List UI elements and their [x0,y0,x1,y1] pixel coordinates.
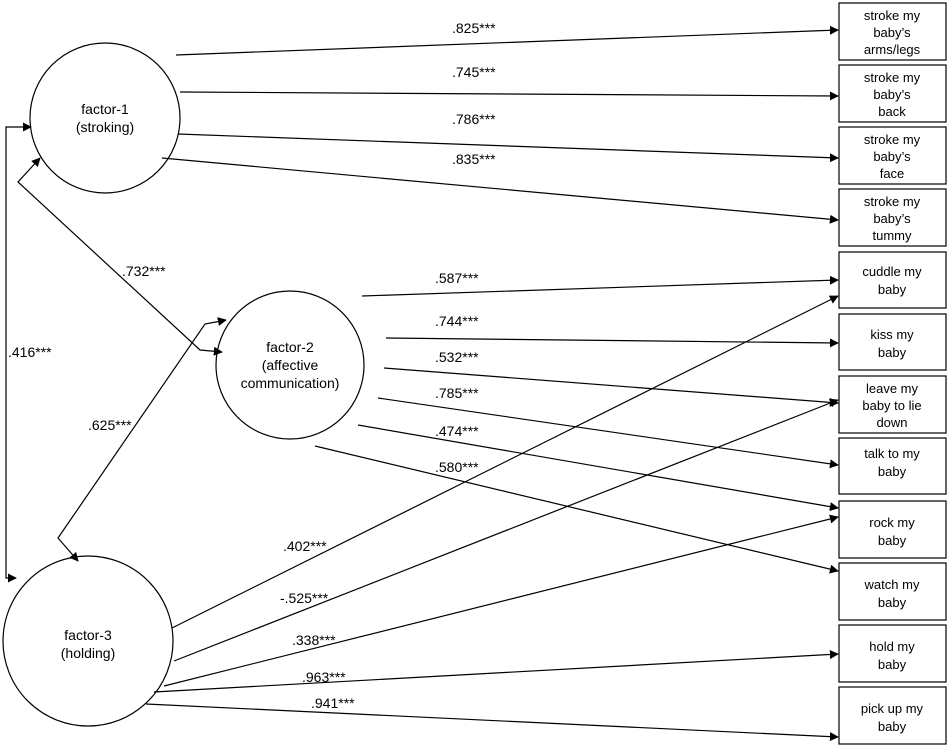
item-arms-legs-line-1: stroke my [864,8,921,23]
edge-f2-kiss [385,337,839,348]
item-box-back: stroke my baby’s back [838,64,947,123]
loading-f2-kiss: .744*** [435,313,479,329]
item-box-rock: rock my baby [838,500,947,559]
factor-2-sublabel-1: (affective [262,357,319,373]
loading-f1-arms-legs: .825*** [452,20,496,36]
item-leave-line-1: leave my [866,381,919,396]
item-box-pickup: pick up my baby [838,686,947,745]
item-face-line-1: stroke my [864,132,921,147]
item-back-line-1: stroke my [864,70,921,85]
edge-f3-rock [163,514,839,687]
item-rock-line-2: baby [878,533,907,548]
item-rock-line-1: rock my [869,515,915,530]
factor-1-label: factor-1 [81,101,129,117]
edge-f2-talk [377,397,839,469]
loading-f2-leave: .532*** [435,349,479,365]
item-watch-line-1: watch my [864,577,920,592]
loading-f1-tummy: .835*** [452,151,496,167]
edge-f3-pickup [145,703,839,742]
item-back-line-3: back [878,104,906,119]
item-box-cuddle: cuddle my baby [838,251,947,309]
edge-f2-watch [314,445,839,574]
corr-f2-f3 [57,317,227,562]
item-box-arms-legs: stroke my baby’s arms/legs [838,2,947,61]
item-box-face: stroke my baby’s face [838,126,947,185]
loading-f2-watch: .580*** [435,459,479,475]
item-face-line-2: baby’s [873,149,911,164]
edge-f2-rock [357,424,839,512]
item-face-line-3: face [880,166,905,181]
item-hold-line-1: hold my [869,639,915,654]
loading-f3-rock: .338*** [292,632,336,648]
edge-f1-face [177,133,839,163]
item-cuddle-line-2: baby [878,282,907,297]
corr-f2-f3-label: .625*** [88,417,132,433]
edge-f1-arms-legs [175,25,839,56]
item-box-tummy: stroke my baby’s tummy [838,188,947,247]
item-talk-line-1: talk to my [864,446,920,461]
item-box-hold: hold my baby [838,624,947,683]
loading-f2-cuddle: .587*** [435,270,479,286]
item-box-talk: talk to my baby [838,437,947,495]
loading-f3-cuddle: .402*** [283,538,327,554]
item-box-leave: leave my baby to lie down [838,375,947,434]
edge-f2-leave [383,367,839,407]
item-box-watch: watch my baby [838,562,947,621]
item-box-kiss: kiss my baby [838,313,947,371]
item-kiss-line-2: baby [878,345,907,360]
factor-1-sublabel: (stroking) [76,119,134,135]
item-watch-line-2: baby [878,595,907,610]
edge-f1-back [179,91,839,101]
loading-f3-hold: .963*** [302,669,346,685]
factor-1-circle [29,42,181,194]
loading-f1-back: .745*** [452,64,496,80]
item-tummy-line-1: stroke my [864,194,921,209]
loading-f2-rock: .474*** [435,423,479,439]
item-pickup-line-1: pick up my [861,701,924,716]
corr-f1-f3-label: .416*** [8,344,52,360]
edge-f3-cuddle [171,295,839,629]
item-arms-legs-line-2: baby’s [873,25,911,40]
loading-f3-pickup: .941*** [311,695,355,711]
factor-2-label: factor-2 [266,339,314,355]
factor-2-sublabel-2: communication) [241,375,340,391]
item-leave-line-3: down [876,415,907,430]
edge-f1-tummy [161,157,839,224]
item-back-line-2: baby’s [873,87,911,102]
item-pickup-line-2: baby [878,719,907,734]
factor-3-sublabel: (holding) [61,645,115,661]
loading-f1-face: .786*** [452,111,496,127]
edge-f3-hold [153,649,839,693]
loading-f3-leave: -.525*** [280,590,329,606]
item-leave-line-2: baby to lie [862,398,921,413]
loading-f2-talk: .785*** [435,385,479,401]
item-cuddle-line-1: cuddle my [862,264,922,279]
item-kiss-line-1: kiss my [870,327,914,342]
item-tummy-line-2: baby’s [873,211,911,226]
corr-f1-f2-label: .732*** [122,263,166,279]
edge-f2-cuddle [361,275,839,297]
item-tummy-line-3: tummy [873,228,913,243]
item-arms-legs-line-3: arms/legs [864,42,921,57]
factor-3-label: factor-3 [64,627,112,643]
edge-f3-leave [173,398,839,662]
corr-f1-f3 [5,122,32,583]
item-talk-line-2: baby [878,464,907,479]
item-hold-line-2: baby [878,657,907,672]
